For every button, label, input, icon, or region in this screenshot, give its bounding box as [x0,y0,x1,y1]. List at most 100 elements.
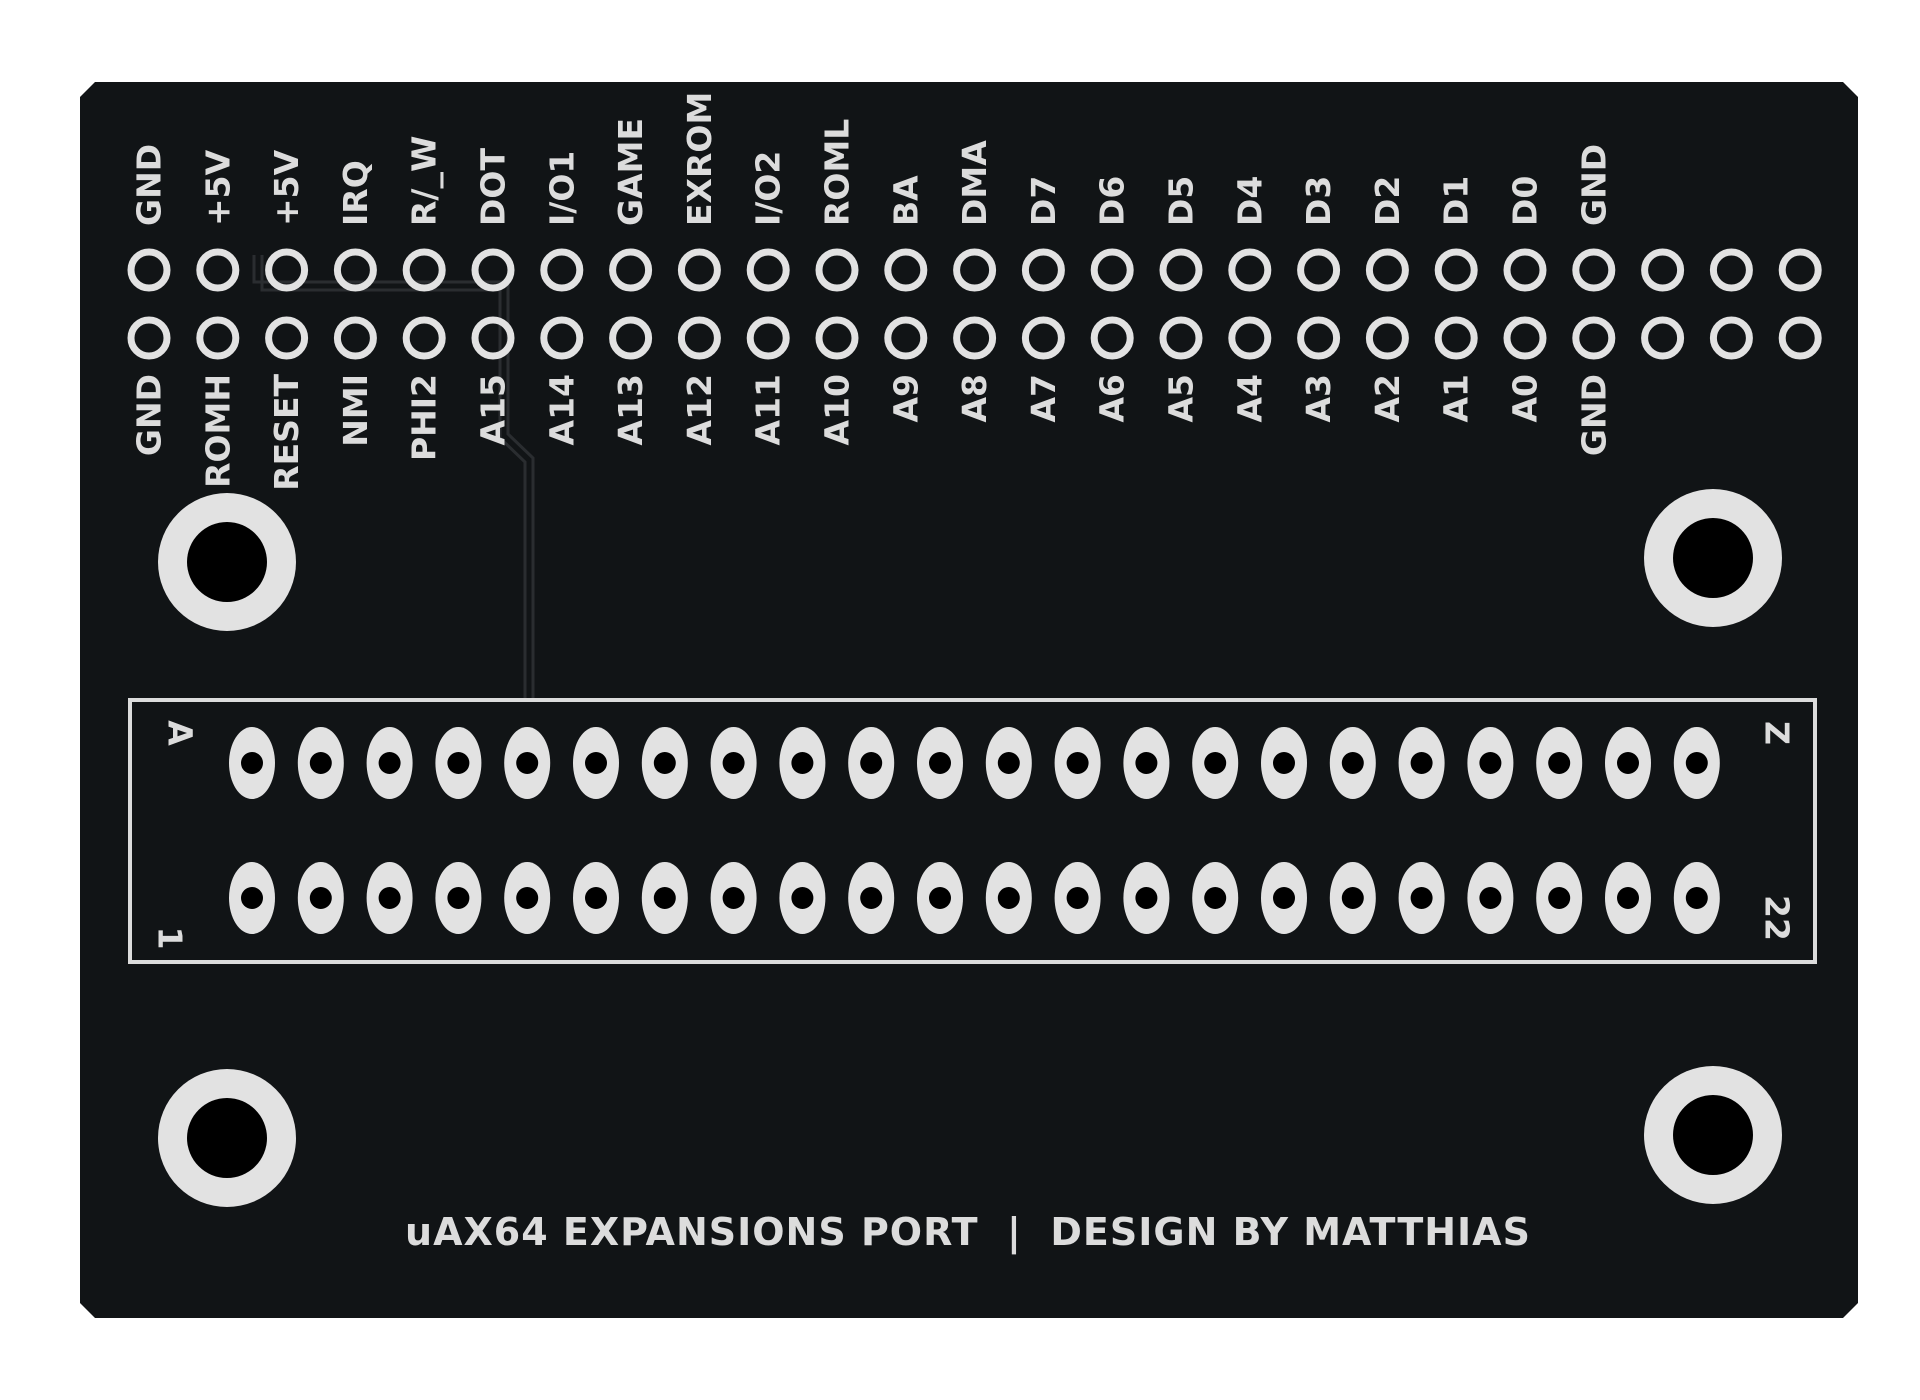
header-pin-top [953,248,997,292]
connector-pad-drill [1548,752,1571,774]
bottom-pin-label: A7 [1024,374,1063,423]
bottom-pin-label: GND [130,374,169,456]
top-pin-label: GAME [611,118,650,226]
header-pin-top [1090,248,1134,292]
connector-pad-drill [1685,752,1708,774]
header-pin-top [196,248,240,292]
header-pin-bottom [1503,316,1547,360]
connector-pad-drill [860,887,883,909]
connector-pad-drill [241,887,263,909]
top-pin-label: IRQ [336,160,375,226]
header-pin-top [677,248,721,292]
header-pin-top [1365,248,1409,292]
connector-label-22: 22 [1758,895,1797,941]
mounting-holes [158,489,1782,1207]
bottom-pin-label: A0 [1506,374,1545,423]
connector-pad-drill [722,887,745,909]
top-pin-label: D6 [1093,176,1132,226]
connector-pad-drill [1617,887,1639,909]
header-pin-bottom [402,316,446,360]
connector-pad-drill [585,887,607,909]
bottom-pin-label: A10 [818,374,857,445]
header-pin-bottom [1090,316,1134,360]
connector-pad-drill [791,887,814,909]
header-pin-bottom [1434,316,1478,360]
header-pin-top [1503,248,1547,292]
bottom-pin-label: A2 [1368,374,1407,423]
header-pin-top [540,248,584,292]
top-pin-label: DMA [955,140,994,226]
header-pin-top [1709,248,1753,292]
connector-pad-drill [929,752,951,774]
connector-pad-drill [1479,887,1502,909]
top-pin-label: R/_W [405,136,444,226]
top-pin-label: D2 [1368,176,1407,226]
mounting-hole-drill [1673,1095,1753,1175]
header-pin-top [1778,248,1822,292]
connector-pad-drill [447,752,470,774]
connector-pad-drill [1410,887,1433,909]
header-pin-bottom [1778,316,1822,360]
bottom-pin-label: A6 [1093,374,1132,423]
connector-pad-drill [309,887,332,909]
top-pin-label: +5V [198,149,237,226]
header-pin-bottom [1297,316,1341,360]
header-pin-bottom [333,316,377,360]
connector-pad-drill [1617,752,1639,774]
header-pin-bottom [677,316,721,360]
header-pin-bottom [1572,316,1616,360]
header-pin-bottom [127,316,171,360]
copper-traces [252,255,535,700]
connector-pad-drill [1341,752,1364,774]
header-pin-top [1159,248,1203,292]
top-pin-label: GND [130,144,169,226]
connector-pad-drill [447,887,470,909]
header-pin-bottom [884,316,928,360]
top-pin-label: BA [886,175,925,226]
header-pin-bottom [609,316,653,360]
connector-pad-drill [1204,752,1227,774]
bottom-pin-label: A15 [474,374,513,445]
header-pin-top [746,248,790,292]
header-pin-top [402,248,446,292]
header-pin-top [815,248,859,292]
connector-pad-drill [516,887,539,909]
bottom-pin-label: RESET [267,374,306,491]
bottom-pin-label: A14 [542,374,581,445]
header-pin-grid [127,248,1822,360]
top-pin-label: ROML [818,119,857,226]
connector-pad-drill [1273,887,1295,909]
connector-pad-drill [378,887,401,909]
bottom-pin-label: A8 [955,374,994,423]
top-pin-label: D4 [1230,176,1269,226]
top-pin-label: D0 [1506,176,1545,226]
bottom-pin-label: ROMH [198,374,237,488]
top-pin-label: GND [1574,144,1613,226]
bottom-pin-label: GND [1574,374,1613,456]
bottom-pin-label: A4 [1230,374,1269,423]
header-pin-top [127,248,171,292]
connector-label-a: A [161,720,200,746]
bottom-pin-label: A9 [886,374,925,423]
connector-pad-drill [1410,752,1433,774]
bottom-pin-label: NMI [336,374,375,447]
header-pin-top [884,248,928,292]
connector-pad-drill [653,752,676,774]
connector-pad-drill [309,752,332,774]
mounting-hole-drill [187,1098,267,1178]
edge-connector-pads [229,727,1720,934]
top-pin-label: D5 [1162,176,1201,226]
top-pin-label: D3 [1299,176,1338,226]
bottom-pin-label: PHI2 [405,374,444,461]
bottom-pin-label: A11 [749,374,788,445]
top-pin-label: D7 [1024,176,1063,226]
header-pin-bottom [1641,316,1685,360]
top-pin-label: DOT [474,148,513,226]
connector-label-1: 1 [151,927,190,950]
connector-pad-drill [860,752,883,774]
connector-pad-drill [1479,752,1502,774]
connector-pad-drill [516,752,539,774]
